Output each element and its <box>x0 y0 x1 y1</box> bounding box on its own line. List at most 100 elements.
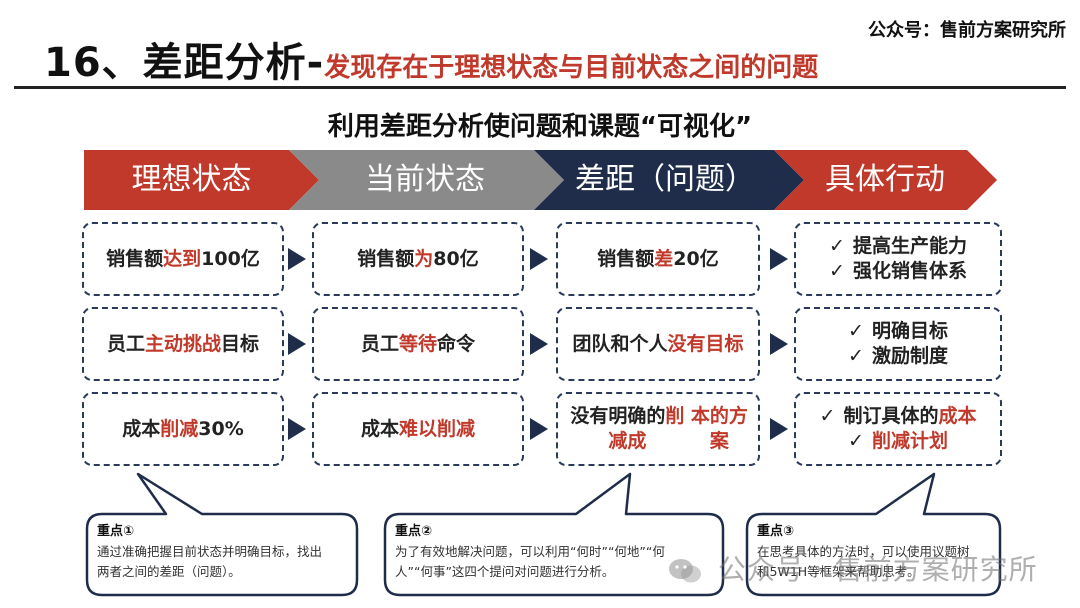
note-3-line-1: 在思考具体的方法时，可以使用议题树 <box>757 544 970 560</box>
current-text: 员工等待命令 <box>361 332 475 357</box>
text-segment: 20亿 <box>673 247 719 270</box>
stage-label-action: 具体行动 <box>825 162 945 197</box>
checkmark-icon: ✓ <box>847 430 864 452</box>
text-segment: 员工 <box>360 332 399 355</box>
text-segment: 没有明确的 <box>570 405 666 428</box>
note-2: 重点② 为了有效地解决问题，可以利用“何时”“何地”“何 人”“何事”这四个提问… <box>395 522 717 581</box>
action-box-row-3: ✓制订具体的成本✓削减计划 <box>794 392 1002 466</box>
watermark: 公众号 · 售前方案研究所 <box>668 548 1038 588</box>
text-segment: 差 <box>654 247 674 270</box>
page-title: 16、差距分析- 发现存在于理想状态与目前状态之间的问题 <box>44 30 818 88</box>
text-segment: 明确目标 <box>871 320 948 343</box>
text-segment: 员工 <box>106 332 145 355</box>
ideal-box-row-1: 销售额达到100亿 <box>82 222 284 296</box>
arrow-right-icon <box>288 418 306 440</box>
checkmark-icon: ✓ <box>847 345 864 367</box>
text-segment: 达到 <box>163 247 202 270</box>
title-rule <box>14 86 1066 89</box>
text-segment: 成本 <box>122 417 161 440</box>
text-segment: 主动挑战 <box>144 332 221 355</box>
gap-box-row-1: 销售额差20亿 <box>556 222 760 296</box>
note-1: 重点① 通过准确把握目前状态并明确目标，找出 两者之间的差距（问题）。 <box>97 522 351 581</box>
text-segment: 成本 <box>938 405 977 428</box>
current-box-row-3: 成本难以削减 <box>312 392 524 466</box>
text-segment: 制订具体的 <box>843 405 939 428</box>
checkmark-icon: ✓ <box>847 320 864 343</box>
arrow-right-icon <box>288 333 306 355</box>
current-box-row-2: 员工等待命令 <box>312 307 524 381</box>
arrow-right-icon <box>770 333 788 355</box>
note-3-title: 重点③ <box>757 524 795 539</box>
wechat-icon <box>669 559 701 583</box>
gap-line-1: 没有明确的削减成 <box>566 404 689 453</box>
checkmark-icon: ✓ <box>828 235 845 258</box>
ideal-text: 成本削减30% <box>122 417 244 442</box>
text-segment: 削减计划 <box>871 430 948 452</box>
text-segment: 本的方案 <box>690 405 748 452</box>
current-text: 销售额为80亿 <box>357 247 478 272</box>
current-text: 成本难以削减 <box>361 417 475 442</box>
text-segment: 命令 <box>437 332 476 355</box>
text-segment: 等待 <box>398 332 437 355</box>
arrow-right-icon <box>770 248 788 270</box>
chevron-action <box>774 150 997 210</box>
ideal-text: 员工主动挑战目标 <box>107 332 259 357</box>
text-segment: 提高生产能力 <box>852 235 967 258</box>
current-box-row-1: 销售额为80亿 <box>312 222 524 296</box>
arrow-right-icon <box>530 333 548 355</box>
stage-label-gap: 差距（问题） <box>575 162 755 197</box>
text-segment: 没有目标 <box>667 332 744 355</box>
text-segment: 销售额 <box>357 247 415 270</box>
ideal-box-row-3: 成本削减30% <box>82 392 284 466</box>
note-1-line-2: 两者之间的差距（问题）。 <box>97 563 241 579</box>
text-segment: 目标 <box>221 332 260 355</box>
arrow-right-icon <box>770 418 788 440</box>
stage-label-ideal: 理想状态 <box>131 162 252 197</box>
diagram-subtitle: 利用差距分析使问题和课题“可视化” <box>327 112 753 142</box>
text-segment: 削减 <box>160 417 199 440</box>
chevron-gap <box>534 150 804 210</box>
text-segment: 销售额 <box>597 247 655 270</box>
ideal-text: 销售额达到100亿 <box>106 247 260 272</box>
source-label: 公众号：售前方案研究所 <box>868 20 1066 41</box>
chevron-ideal <box>84 150 319 210</box>
text-segment: 成本 <box>360 417 399 440</box>
stage-label-current: 当前状态 <box>365 162 485 197</box>
gap-box-row-3: 没有明确的削减成本的方案 <box>556 392 760 466</box>
watermark-text: 公众号 · 售前方案研究所 <box>717 553 1038 586</box>
chevron-current <box>289 150 564 210</box>
title-main: 16、差距分析- <box>44 40 325 86</box>
action-line-2: ✓ 激励制度 <box>848 344 948 369</box>
text-segment: 团队和个人 <box>572 332 668 355</box>
checkmark-icon: ✓ <box>819 405 836 428</box>
action-box-row-1: ✓ 提高生产能力✓强化销售体系 <box>794 222 1002 296</box>
title-subtitle: 发现存在于理想状态与目前状态之间的问题 <box>324 53 819 83</box>
text-segment: 难以削减 <box>399 417 476 440</box>
note-3: 重点③ 在思考具体的方法时，可以使用议题树 和5W1H等框架来帮助思考。 <box>757 522 995 581</box>
action-box-row-2: ✓ 明确目标 ✓ 激励制度 <box>794 307 1002 381</box>
text-segment: 100亿 <box>201 247 260 270</box>
checkmark-icon: ✓ <box>828 260 845 282</box>
action-line-1: ✓ 提高生产能力 <box>829 234 967 259</box>
arrow-right-icon <box>530 418 548 440</box>
gap-box-row-2: 团队和个人没有目标 <box>556 307 760 381</box>
text-segment: 削减成 <box>608 405 685 452</box>
text-segment: 80亿 <box>433 247 479 270</box>
gap-line-2: 本的方案 <box>689 404 750 453</box>
note-2-line-2: 人”“何事”这四个提问对问题进行分析。 <box>395 563 615 579</box>
note-2-title: 重点② <box>395 524 433 539</box>
text-segment: 激励制度 <box>871 345 948 367</box>
stage-chevrons <box>84 150 997 210</box>
action-line-1: ✓ 明确目标 <box>848 319 948 344</box>
ideal-box-row-2: 员工主动挑战目标 <box>82 307 284 381</box>
gap-line-1: 销售额差20亿 <box>597 247 718 272</box>
text-segment: 30% <box>198 417 244 440</box>
arrow-right-icon <box>288 248 306 270</box>
text-segment: 销售额 <box>106 247 164 270</box>
gap-line-1: 团队和个人 <box>572 332 667 357</box>
gap-line-2: 没有目标 <box>668 332 744 357</box>
action-line-2: ✓强化销售体系 <box>829 259 967 284</box>
arrow-right-icon <box>530 248 548 270</box>
note-1-line-1: 通过准确把握目前状态并明确目标，找出 <box>97 544 323 560</box>
